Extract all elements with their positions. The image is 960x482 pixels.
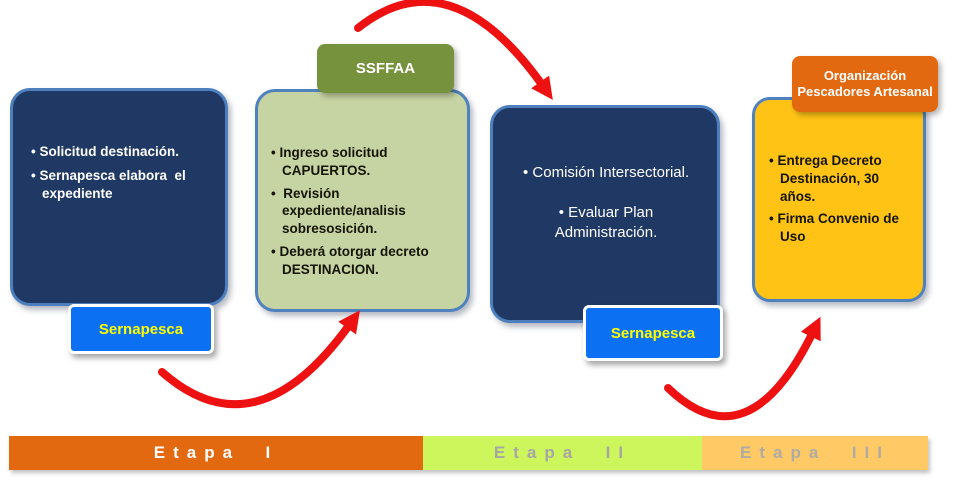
bullet-item: • Solicitud destinación. <box>31 144 179 159</box>
bullet-item: • Ingreso solicitud CAPUERTOS. <box>271 145 392 178</box>
etapa-3-segment: Etapa III <box>702 436 928 470</box>
bullet-item: • Evaluar Plan Administración. <box>554 203 658 241</box>
stage-1-bullet-list: • Solicitud destinación. • Sernapesca el… <box>31 143 211 202</box>
stage-3-box: • Comisión Intersectorial. • Evaluar Pla… <box>490 105 720 323</box>
stage-2-box: • Ingreso solicitud CAPUERTOS. • Revisió… <box>255 89 470 312</box>
bullet-item: • Comisión Intersectorial. <box>523 164 690 181</box>
stage-1-box: • Solicitud destinación. • Sernapesca el… <box>10 88 228 306</box>
bullet-item: • Entrega Decreto Destinación, 30 años. <box>769 153 886 204</box>
etapa-2-segment: Etapa II <box>423 436 702 470</box>
bullet-item: • Deberá otorgar decreto DESTINACION. <box>271 244 433 277</box>
stage-4-tab-organizacion: Organización Pescadores Artesanal <box>792 56 938 112</box>
stage-2-tab-ssffaa: SSFFAA <box>317 44 454 93</box>
stage-3-bullet-list: • Comisión Intersectorial. • Evaluar Pla… <box>523 163 707 242</box>
etapa-1-segment: Etapa I <box>9 436 423 470</box>
stage-2-bullet-list: • Ingreso solicitud CAPUERTOS. • Revisió… <box>271 144 457 279</box>
stage-4-box: • Entrega Decreto Destinación, 30 años. … <box>752 97 926 302</box>
bullet-item: • Sernapesca elabora el expediente <box>31 167 190 201</box>
stage-3-badge-sernapesca: Sernapesca <box>583 305 723 361</box>
etapa-bar: Etapa I Etapa II Etapa III <box>9 436 928 470</box>
stage-1-badge-sernapesca: Sernapesca <box>68 304 214 354</box>
stage-4-bullet-list: • Entrega Decreto Destinación, 30 años. … <box>769 152 905 246</box>
bullet-item: • Firma Convenio de Uso <box>769 211 903 245</box>
bullet-item: • Revisión expediente/analisis sobresosi… <box>271 185 410 237</box>
